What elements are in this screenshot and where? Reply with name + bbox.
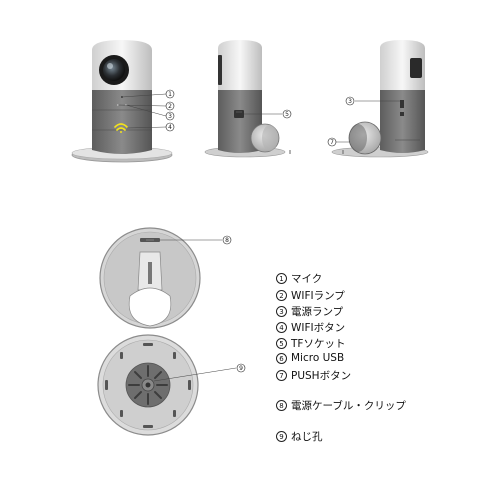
side-view-tf: 5 [204,40,292,158]
legend-label: TFソケット [291,338,346,350]
callout-7: 7 [327,137,337,147]
legend-label: WIFIボタン [291,322,346,334]
svg-text:5: 5 [285,111,289,118]
svg-text:4: 4 [168,124,172,131]
callout-9: 9 [236,363,246,373]
legend-item: 9 ねじ孔 [276,429,323,444]
svg-text:3: 3 [168,113,172,120]
front-body [92,90,152,154]
svg-text:9: 9 [239,365,243,372]
callout-8: 8 [222,235,232,245]
legend-item: 2 WIFIランプ [276,288,345,303]
callout-1: 1 [165,89,175,99]
bottom-view-screw: 9 [97,334,246,436]
legend-item: 5 TFソケット [276,336,345,351]
legend-item: 6 Micro USB [276,352,344,364]
legend-number: 1 [276,273,287,284]
legend-label: 電源ケーブル・クリップ [291,400,406,412]
svg-text:7: 7 [330,139,334,146]
svg-text:1: 1 [168,91,172,98]
legend-item: 1 マイク [276,271,322,286]
legend-number: 8 [276,400,287,411]
legend-item: 7 PUSHボタン [276,368,351,383]
legend-number: 3 [276,306,287,317]
bottom-view-clip: 8 [99,227,232,329]
micro-usb-port [400,100,404,108]
legend-label: 電源ランプ [291,306,344,318]
legend-label: Micro USB [291,352,345,364]
legend-item: 4 WIFIボタン [276,320,345,335]
callout-4: 4 [165,122,175,132]
legend-number: 4 [276,322,287,333]
push-button [400,112,404,116]
legend-label: ねじ孔 [291,431,323,443]
rear-view: 3 7 [327,40,429,158]
legend-number: 5 [276,338,287,349]
legend-label: マイク [291,273,323,285]
legend-item: 3 電源ランプ [276,304,343,319]
legend-number: 7 [276,370,287,381]
legend-label: PUSHボタン [291,370,352,382]
svg-text:2: 2 [168,103,172,110]
callout-5: 5 [282,109,292,119]
rear-body [380,90,425,153]
rear-clip-disc [348,121,382,155]
camera-lens [103,59,125,81]
svg-text:3: 3 [348,98,352,105]
front-view: 1 2 3 4 [71,40,175,163]
callout-2: 2 [165,101,175,111]
callout-3-rear: 3 [345,96,355,106]
tf-slot [234,110,244,118]
legend-number: 2 [276,290,287,301]
wifi-icon [114,123,128,133]
legend-number: 9 [276,431,287,442]
legend-item: 8 電源ケーブル・クリップ [276,398,406,413]
side-top [218,40,262,90]
svg-text:8: 8 [225,237,229,244]
legend-label: WIFIランプ [291,290,345,302]
callout-3: 3 [165,111,175,121]
legend-number: 6 [276,352,287,364]
